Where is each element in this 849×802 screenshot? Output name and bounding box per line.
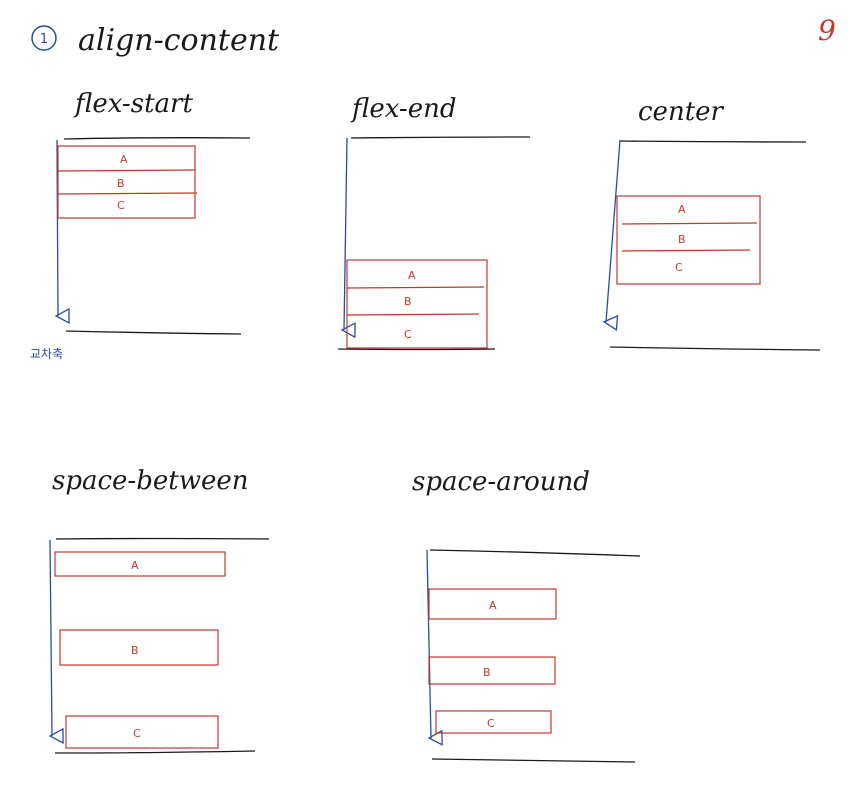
item-group [346, 259, 488, 349]
item-label: A [489, 599, 497, 612]
page-header: 1 align-content 9 [31, 14, 836, 58]
row-divider [57, 169, 196, 172]
container-top-line [63, 137, 251, 140]
item-label: C [404, 328, 412, 341]
cross-axis-arrow [57, 139, 58, 316]
item-label: C [675, 261, 683, 274]
item-label: B [483, 666, 491, 679]
container-top-line [350, 136, 531, 139]
title-number: 1 [40, 32, 48, 47]
item-box [428, 656, 556, 685]
item-group [57, 145, 196, 219]
item-label: C [133, 727, 141, 740]
item-box [54, 551, 226, 577]
diagram-center: center A B C [606, 97, 821, 351]
diagram-label: space-between [52, 466, 248, 496]
item-box [435, 710, 552, 734]
item-label: A [678, 203, 686, 216]
page-title: align-content [78, 23, 280, 58]
diagram-flex-start: flex-start A B C 교차축 [30, 89, 251, 361]
diagram-space-around: space-around A B C [412, 467, 641, 763]
row-divider [621, 222, 758, 225]
item-label: B [131, 644, 139, 657]
item-box [65, 715, 219, 749]
container-top-line [619, 140, 807, 143]
diagram-label: center [638, 97, 725, 127]
item-group [616, 195, 761, 285]
container-bottom-line [65, 330, 242, 335]
diagram-label: space-around [412, 467, 590, 497]
item-label: A [408, 269, 416, 282]
diagram-flex-end: flex-end A B C [337, 94, 531, 351]
page-number: 9 [818, 14, 836, 47]
diagram-label: flex-end [350, 94, 457, 124]
item-label: B [117, 177, 125, 190]
item-label: B [678, 233, 686, 246]
diagram-space-between: space-between A B C [50, 466, 270, 754]
cross-axis-arrow [426, 549, 431, 738]
item-box [59, 629, 219, 666]
row-divider [346, 286, 485, 289]
container-top-line [429, 549, 641, 557]
cross-axis-arrow [344, 137, 347, 330]
container-bottom-line [431, 758, 636, 763]
container-bottom-line [609, 346, 821, 351]
container-top-line [55, 537, 270, 540]
cross-axis-label: 교차축 [30, 347, 63, 361]
container-bottom-line [337, 348, 496, 351]
item-label: B [404, 295, 412, 308]
container-bottom-line [54, 750, 256, 754]
cross-axis-arrow [606, 139, 621, 322]
row-divider [346, 313, 480, 316]
title-number-circle [31, 25, 57, 51]
item-label: C [487, 717, 495, 730]
diagram-label: flex-start [73, 89, 193, 119]
cross-axis-arrow [50, 539, 52, 736]
item-label: A [131, 559, 139, 572]
row-divider [57, 192, 198, 195]
item-label: A [120, 153, 128, 166]
item-label: C [117, 199, 125, 212]
row-divider [621, 249, 751, 252]
item-box [428, 588, 557, 620]
